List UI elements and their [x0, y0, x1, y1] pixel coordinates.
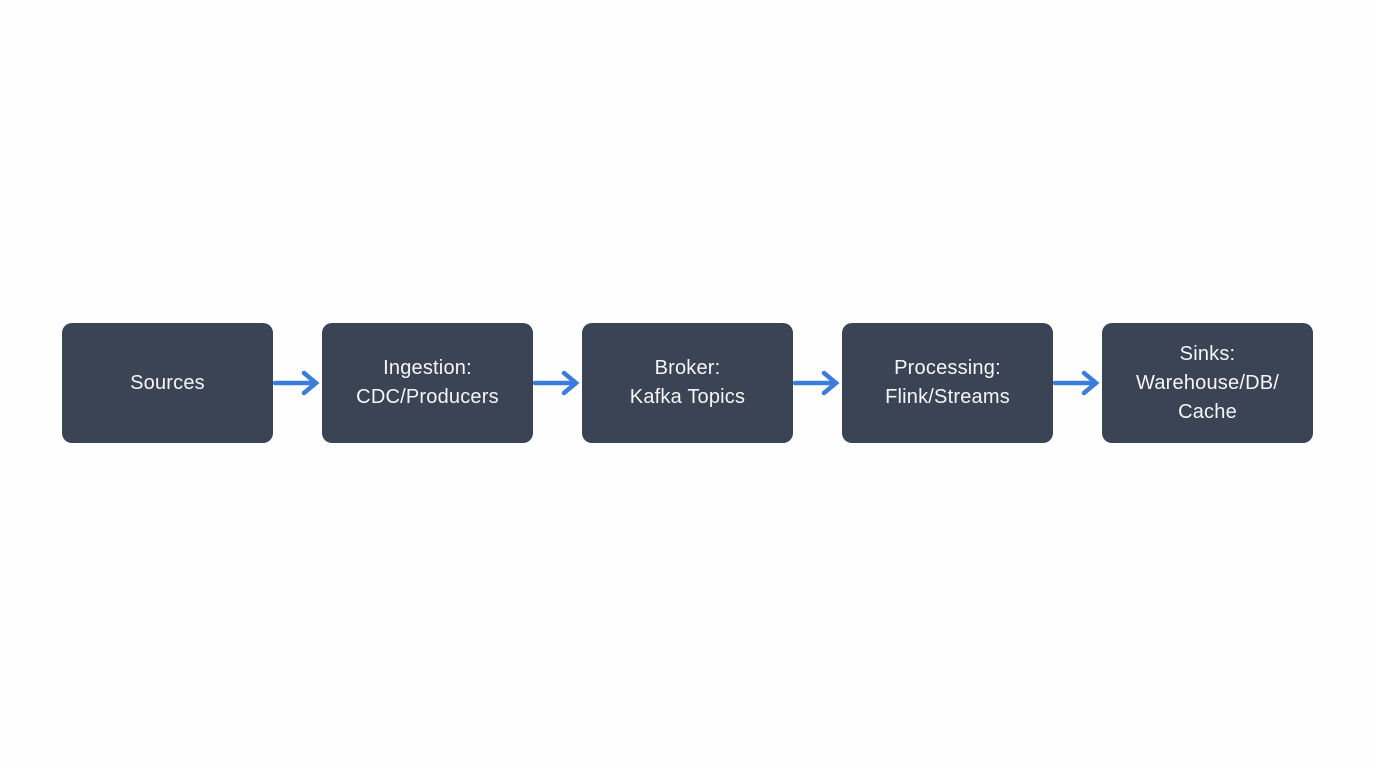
- node-processing: Processing: Flink/Streams: [842, 323, 1053, 443]
- node-sinks: Sinks: Warehouse/DB/ Cache: [1102, 323, 1313, 443]
- arrow-right-icon: [1053, 370, 1100, 396]
- node-broker-label: Broker: Kafka Topics: [629, 357, 746, 408]
- node-ingestion: Ingestion: CDC/Producers: [322, 323, 533, 443]
- node-sources-label: Sources: [130, 371, 205, 394]
- arrow-right-icon: [273, 370, 320, 396]
- node-broker: Broker: Kafka Topics: [582, 323, 793, 443]
- node-ingestion-label: Ingestion: CDC/Producers: [356, 357, 499, 408]
- node-processing-label: Processing: Flink/Streams: [885, 357, 1010, 408]
- pipeline-row: Sources Ingestion: CDC/Producers Broker:…: [62, 323, 1313, 443]
- node-sinks-label: Sinks: Warehouse/DB/ Cache: [1135, 342, 1280, 423]
- arrow-right-icon: [533, 370, 580, 396]
- node-sources: Sources: [62, 323, 273, 443]
- arrow-right-icon: [793, 370, 840, 396]
